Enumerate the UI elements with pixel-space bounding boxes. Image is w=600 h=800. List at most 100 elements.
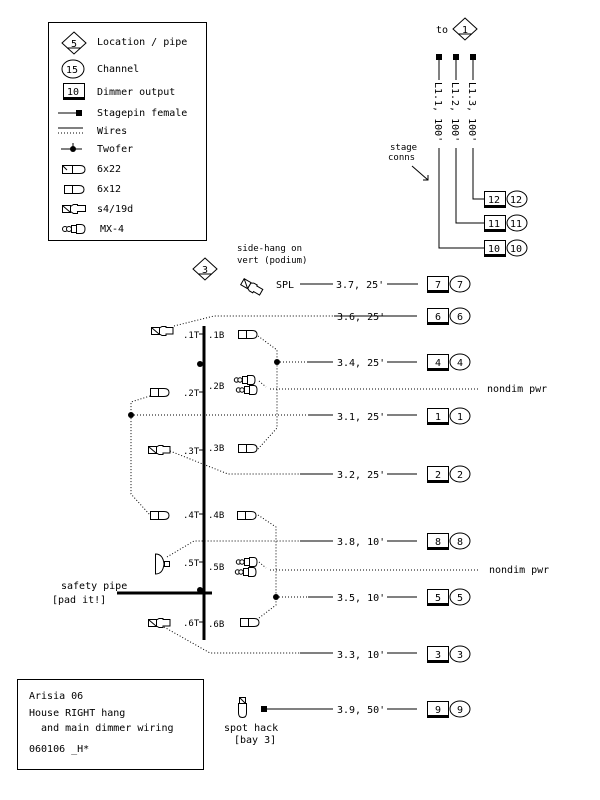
dimmer-number: 5 <box>435 593 441 604</box>
dimmer-channel-11: 11 11 <box>484 214 528 232</box>
fixture-s4-19d-icon <box>240 278 264 296</box>
circuit-row: 3.8, 10' 8 8 <box>337 532 471 550</box>
spot-hack-note: [bay 3] <box>234 735 276 746</box>
svg-text:12: 12 <box>488 195 500 206</box>
svg-text:.4T: .4T <box>183 511 200 521</box>
svg-text:3.2, 25': 3.2, 25' <box>337 470 385 481</box>
svg-text:3.5, 10': 3.5, 10' <box>337 593 385 604</box>
legend-label: MX-4 <box>100 224 124 235</box>
circuit-row: 3.9, 50' 9 9 <box>267 700 471 718</box>
svg-text:.5B: .5B <box>208 563 224 573</box>
channel-number: 3 <box>457 650 463 661</box>
svg-text:.4B: .4B <box>208 511 224 521</box>
cable-label: 3.7, 25' <box>336 280 384 291</box>
channel-circle-icon: 15 <box>61 59 85 79</box>
svg-text:10: 10 <box>488 244 500 255</box>
legend-label: 6x22 <box>97 164 121 175</box>
channel-number: 6 <box>457 312 463 323</box>
svg-text:3.8, 10': 3.8, 10' <box>337 537 385 548</box>
svg-text:3.3, 10': 3.3, 10' <box>337 650 385 661</box>
circuit-row: 3.2, 25' 2 2 <box>337 465 471 483</box>
fixture-6x12-icon <box>237 511 257 520</box>
svg-text:.5T: .5T <box>183 559 200 569</box>
fixture-s4-19d-icon <box>148 445 171 455</box>
fixture-mx4-icon <box>235 385 258 395</box>
spl-circuit: SPL 3.7, 25' 7 7 <box>240 275 471 296</box>
pipe-fixtures <box>148 326 260 628</box>
fixture-6x12-icon <box>150 511 170 520</box>
channel-number: 9 <box>457 705 463 716</box>
title-line: Arisia 06 <box>29 691 83 702</box>
cable-label: L1.3, 100' <box>466 82 477 142</box>
circuit-row: 3.6, 25' 6 6 <box>337 307 471 325</box>
svg-text:3.1, 25': 3.1, 25' <box>337 412 385 423</box>
arrow-icon <box>411 165 429 181</box>
circuit-row: 3.4, 25' 4 4 <box>337 353 471 371</box>
svg-text:.3B: .3B <box>208 444 224 454</box>
nondim-label: nondim pwr <box>489 565 549 576</box>
fixture-6x12-icon <box>64 185 85 194</box>
location-3: 3 side-hang on vert (podium) <box>192 244 307 281</box>
dimmer-number: 2 <box>435 470 441 481</box>
legend-frame <box>48 22 207 241</box>
fixture-s4-19d-icon <box>62 204 86 214</box>
fixture-mx4-icon <box>234 567 257 577</box>
fixture-mx4-icon <box>235 557 258 567</box>
spot-hack-label: spot hack <box>224 723 278 734</box>
fixture-flood-icon <box>155 553 170 575</box>
fixture-s4-19d-icon <box>148 618 171 628</box>
location-diamond-icon: 1 <box>452 17 478 41</box>
legend-label: Channel <box>97 64 139 75</box>
fixture-6x12-icon <box>240 618 260 627</box>
fixture-s4-19d-icon <box>151 326 174 336</box>
safety-pipe-label: safety pipe <box>61 581 127 592</box>
dimmer-number: 6 <box>435 312 441 323</box>
title-block: Arisia 06 House RIGHT hang and main dimm… <box>17 679 204 770</box>
stage-conns-label: conns <box>388 153 415 163</box>
channel-number: 5 <box>457 593 463 604</box>
spotlight-icon <box>238 697 247 719</box>
fixture-mx4-icon <box>62 224 86 234</box>
circuit-row: 3.3, 10' 3 3 <box>337 645 471 663</box>
svg-text:1: 1 <box>462 25 468 36</box>
svg-text:3.6, 25': 3.6, 25' <box>337 312 385 323</box>
dimmer-channel-12: 12 12 <box>484 190 528 208</box>
stage-conns-label: stage <box>390 143 417 153</box>
svg-text:.6B: .6B <box>208 620 224 630</box>
dimmer-number: 8 <box>435 537 441 548</box>
dimmer-number: 1 <box>435 412 441 423</box>
cable-label: L1.1, 100' <box>432 82 443 142</box>
safety-pipe-note: [pad it!] <box>52 595 106 606</box>
stagepin-female-icon <box>436 54 476 60</box>
spl-label: SPL <box>276 280 294 291</box>
pipe-positions: .1T .1B .2T .2B .3T .3B .4T .4B .5T .5B … <box>183 331 224 630</box>
svg-text:15: 15 <box>66 65 78 76</box>
svg-text:.2B: .2B <box>208 382 224 392</box>
dimmer-number: 3 <box>435 650 441 661</box>
legend: 5 Location / pipe 15 Channel 10 Dimmer o… <box>48 22 207 241</box>
svg-text:5: 5 <box>71 39 77 50</box>
svg-text:.6T: .6T <box>183 619 200 629</box>
svg-text:11: 11 <box>510 219 522 230</box>
title-line: 060106 _H* <box>29 744 89 755</box>
svg-text:.1T: .1T <box>183 331 200 341</box>
dimmer-number: 9 <box>435 705 441 716</box>
nondim-label: nondim pwr <box>487 384 547 395</box>
channel-number: 8 <box>457 537 463 548</box>
twofer-icon <box>61 143 82 152</box>
svg-text:3.4, 25': 3.4, 25' <box>337 358 385 369</box>
legend-label: Twofer <box>97 144 133 155</box>
title-line: House RIGHT hang <box>29 708 125 719</box>
wires-icon <box>58 127 83 134</box>
fixture-6x12-icon <box>150 388 170 397</box>
dimmer-channel-10: 10 10 <box>484 239 528 257</box>
to-label: to <box>436 25 448 36</box>
location-diamond-icon: 5 <box>61 31 87 55</box>
channel-number: 7 <box>457 280 463 291</box>
fixture-6x12-icon <box>238 330 258 339</box>
channel-number: 1 <box>457 412 463 423</box>
fixture-6x22-icon <box>62 165 86 174</box>
svg-text:.1B: .1B <box>208 331 224 341</box>
legend-label: s4/19d <box>97 204 133 215</box>
